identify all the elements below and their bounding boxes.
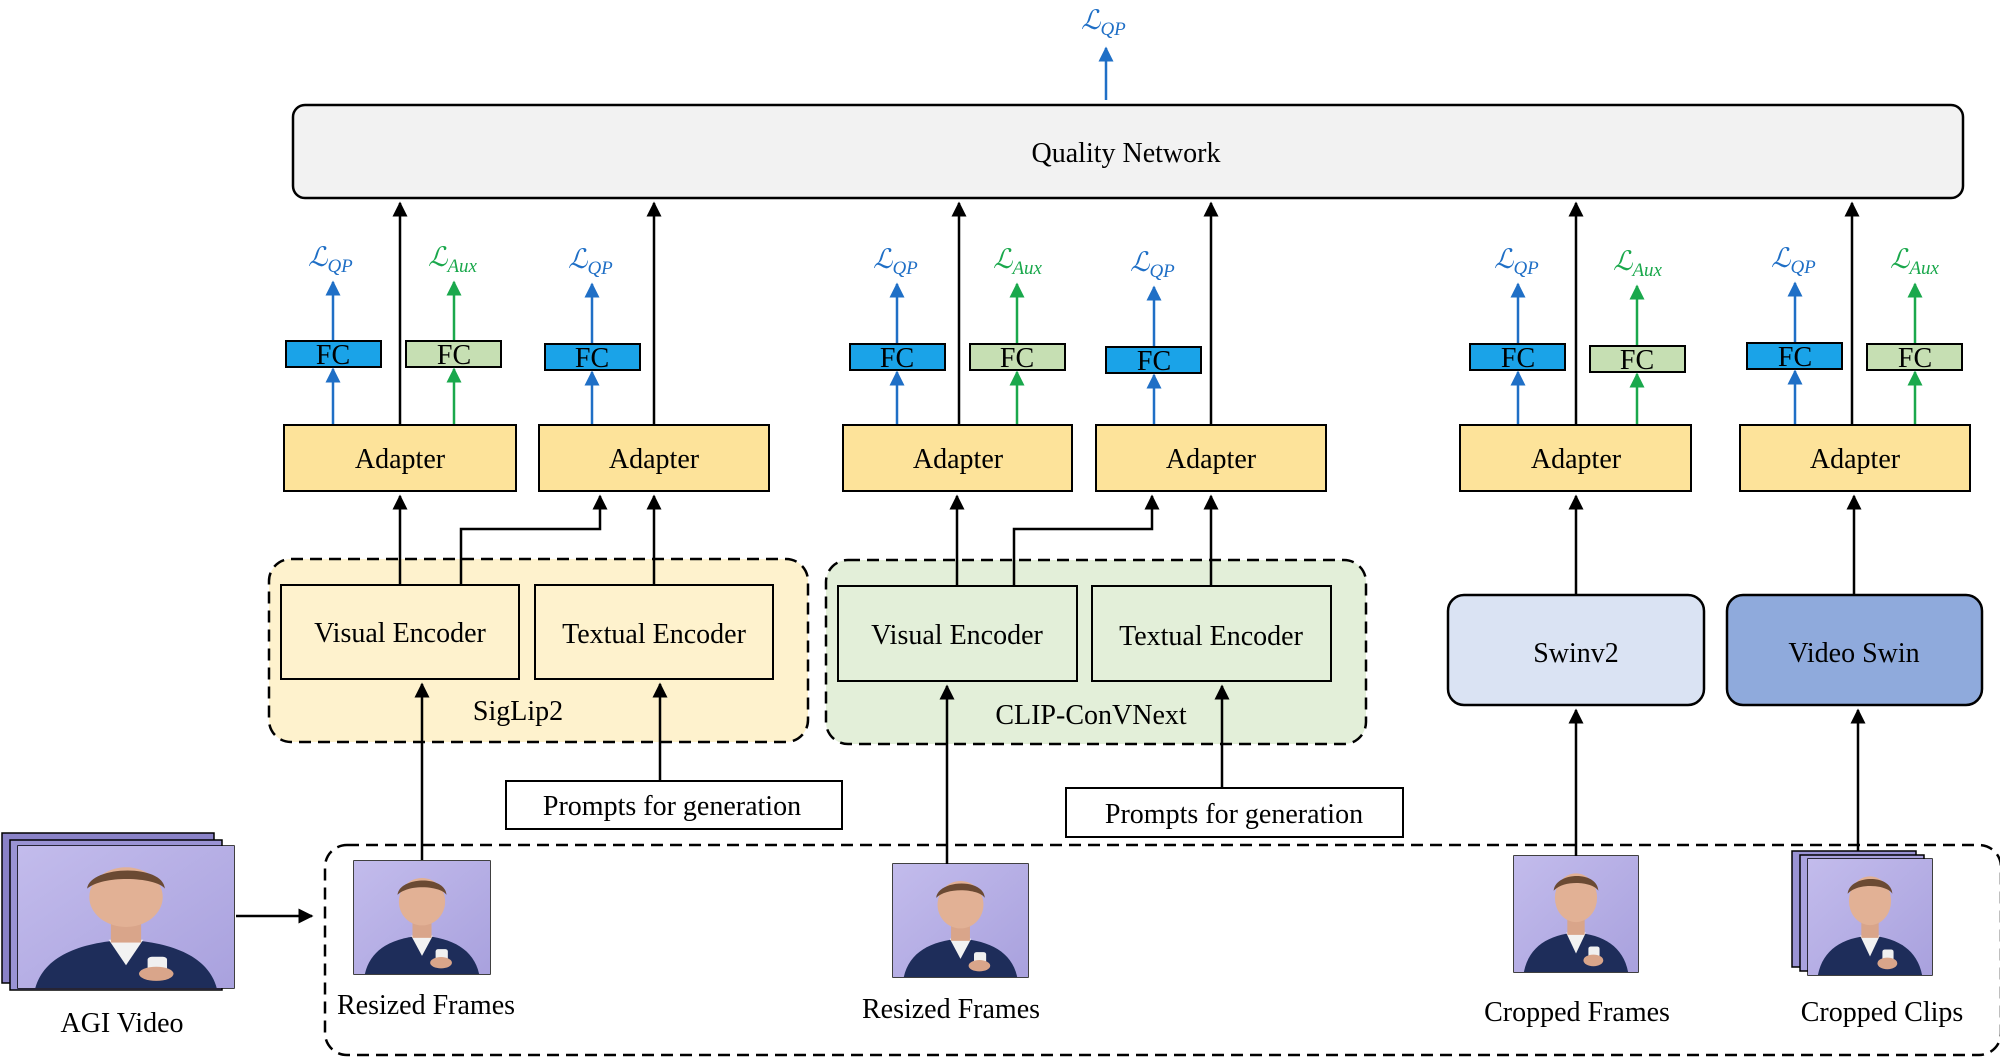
svg-text:Adapter: Adapter — [609, 444, 700, 475]
adapter-3: Adapter — [842, 424, 1073, 492]
svg-text:ℒQP: ℒQP — [1130, 247, 1175, 282]
adapter-5: Adapter — [1459, 424, 1692, 492]
svg-text:ℒQP: ℒQP — [568, 244, 613, 279]
fc-box-blue — [285, 340, 382, 368]
svg-text:FC: FC — [575, 343, 609, 374]
input-to-encoder-arrows — [236, 682, 1866, 924]
svg-text:ℒQP: ℒQP — [308, 242, 353, 277]
svg-text:FC: FC — [1778, 342, 1812, 373]
siglip2-group: Visual Encoder Textual Encoder SigLip2 — [267, 557, 810, 744]
resized-frame-2 — [892, 863, 1029, 978]
siglip-textual-encoder — [534, 584, 774, 680]
cropped-frames-label: Cropped Frames — [1484, 997, 1670, 1028]
svg-text:Visual Encoder: Visual Encoder — [871, 620, 1043, 651]
svg-text:ℒQP: ℒQP — [1494, 244, 1539, 279]
svg-text:Adapter: Adapter — [1166, 444, 1257, 475]
svg-text:Prompts for generation: Prompts for generation — [543, 791, 801, 822]
top-loss: ℒQP — [1081, 5, 1126, 100]
svg-text:FC: FC — [316, 340, 350, 371]
adapter-4: Adapter — [1095, 424, 1327, 492]
svg-text:FC: FC — [1501, 343, 1535, 374]
svg-text:Visual Encoder: Visual Encoder — [314, 618, 486, 649]
adapter-to-quality-arrows — [392, 201, 1860, 424]
cropped-clips-label: Cropped Clips — [1801, 997, 1964, 1028]
head-aux-6: ℒAux FC — [1866, 244, 1963, 424]
head-qp-1: ℒQP FC — [285, 242, 382, 424]
svg-text:FC: FC — [437, 340, 471, 371]
svg-text:FC: FC — [1620, 345, 1654, 376]
top-loss-label: ℒQP — [1081, 5, 1126, 40]
adapter-6: Adapter — [1739, 424, 1971, 492]
svg-text:ℒAux: ℒAux — [1613, 246, 1663, 281]
head-qp-3: ℒQP FC — [849, 244, 946, 424]
clip-visual-encoder — [837, 585, 1078, 682]
svg-text:Textual Encoder: Textual Encoder — [562, 619, 747, 650]
head-aux-5: ℒAux FC — [1589, 246, 1686, 424]
svg-text:FC: FC — [880, 343, 914, 374]
svg-text:Video Swin: Video Swin — [1788, 638, 1919, 669]
svg-text:ℒAux: ℒAux — [1890, 244, 1940, 279]
svg-text:Adapter: Adapter — [1810, 444, 1901, 475]
svg-text:ℒQP: ℒQP — [873, 244, 918, 279]
head-qp-5: ℒQP FC — [1469, 244, 1566, 424]
svg-text:ℒQP: ℒQP — [1771, 243, 1816, 278]
svg-text:Adapter: Adapter — [913, 444, 1004, 475]
head-qp-6: ℒQP FC — [1746, 243, 1843, 424]
siglip-visual-encoder — [280, 584, 520, 680]
adapter-1: Adapter — [283, 424, 517, 492]
svg-text:Adapter: Adapter — [355, 444, 446, 475]
svg-text:Swinv2: Swinv2 — [1533, 638, 1619, 669]
siglip-group-label: SigLip2 — [473, 696, 563, 727]
svg-text:Prompts for generation: Prompts for generation — [1105, 799, 1363, 830]
head-aux-1: ℒAux FC — [405, 242, 502, 424]
quality-network-label: Quality Network — [1032, 138, 1221, 169]
head-qp-2: ℒQP FC — [544, 244, 641, 424]
clip-textual-encoder — [1091, 585, 1332, 682]
prompts-left: Prompts for generation — [505, 780, 843, 830]
svg-text:FC: FC — [1137, 346, 1171, 377]
clip-group-label: CLIP-ConVNext — [995, 700, 1187, 731]
encoder-to-adapter-arrows — [392, 494, 1862, 595]
resized-frame-1 — [353, 860, 491, 975]
video-swin-block: Video Swin — [1725, 593, 1984, 707]
head-qp-4: ℒQP FC — [1105, 247, 1202, 424]
svg-text:Textual Encoder: Textual Encoder — [1119, 621, 1304, 652]
head-aux-3: ℒAux FC — [969, 244, 1066, 424]
agi-video-thumbnail — [1, 832, 235, 991]
inputs-container — [323, 843, 2000, 1057]
cropped-clips — [1791, 850, 1933, 976]
prompts-right: Prompts for generation — [1065, 787, 1404, 838]
resized-frames-label-1: Resized Frames — [337, 990, 515, 1021]
clip-convnext-group: Visual Encoder Textual Encoder CLIP-ConV… — [824, 558, 1368, 746]
svg-text:Adapter: Adapter — [1531, 444, 1622, 475]
svg-text:ℒAux: ℒAux — [993, 244, 1043, 279]
svg-text:FC: FC — [1000, 343, 1034, 374]
resized-frames-label-2: Resized Frames — [862, 994, 1040, 1025]
agi-video-label: AGI Video — [60, 1008, 183, 1039]
quality-network: Quality Network — [291, 103, 1965, 200]
svg-text:ℒAux: ℒAux — [428, 242, 478, 277]
fc-box-green — [405, 340, 502, 368]
svg-text:FC: FC — [1898, 343, 1932, 374]
cropped-frame — [1513, 855, 1639, 973]
adapters: Adapter Adapter Adapter Adapter Adapter … — [283, 424, 1971, 492]
swinv2-block: Swinv2 — [1446, 593, 1706, 707]
adapter-2: Adapter — [538, 424, 770, 492]
